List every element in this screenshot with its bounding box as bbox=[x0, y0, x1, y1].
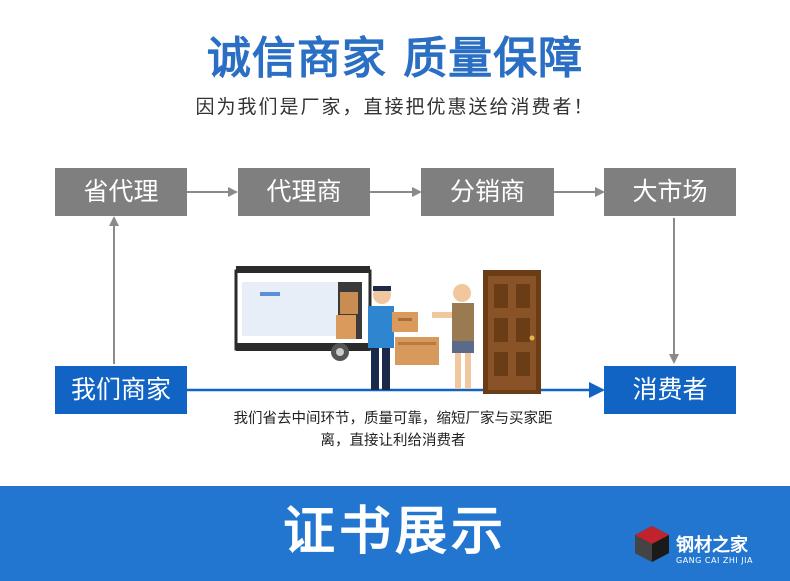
flow-note-line2: 离，直接让利给消费者 bbox=[320, 433, 466, 449]
banner-title: 证书展示 bbox=[282, 502, 507, 562]
node-distributor: 分销商 bbox=[421, 168, 554, 216]
flow-note-line1: 我们省去中间环节，质量可靠，缩短厂家与买家距 bbox=[233, 411, 553, 427]
delivery-illustration bbox=[234, 266, 541, 394]
page-subtitle: 因为我们是厂家，直接把优惠送给消费者！ bbox=[195, 96, 595, 118]
node-agent: 代理商 bbox=[238, 168, 370, 216]
flow-note: 我们省去中间环节，质量可靠，缩短厂家与买家距 离，直接让利给消费者 bbox=[188, 408, 598, 452]
brand-logo-subtext: GANG CAI ZHI JIA bbox=[676, 556, 753, 565]
page-title: 诚信商家 质量保障 bbox=[206, 33, 584, 84]
cube-logo-icon bbox=[635, 526, 669, 562]
node-big-market: 大市场 bbox=[604, 168, 736, 216]
node-our-business: 我们商家 bbox=[55, 366, 187, 414]
brand-logo-text: 钢材之家 bbox=[676, 535, 748, 556]
node-consumer: 消费者 bbox=[604, 366, 736, 414]
node-province-agent: 省代理 bbox=[55, 168, 187, 216]
certificate-banner: 证书展示 bbox=[0, 486, 790, 581]
